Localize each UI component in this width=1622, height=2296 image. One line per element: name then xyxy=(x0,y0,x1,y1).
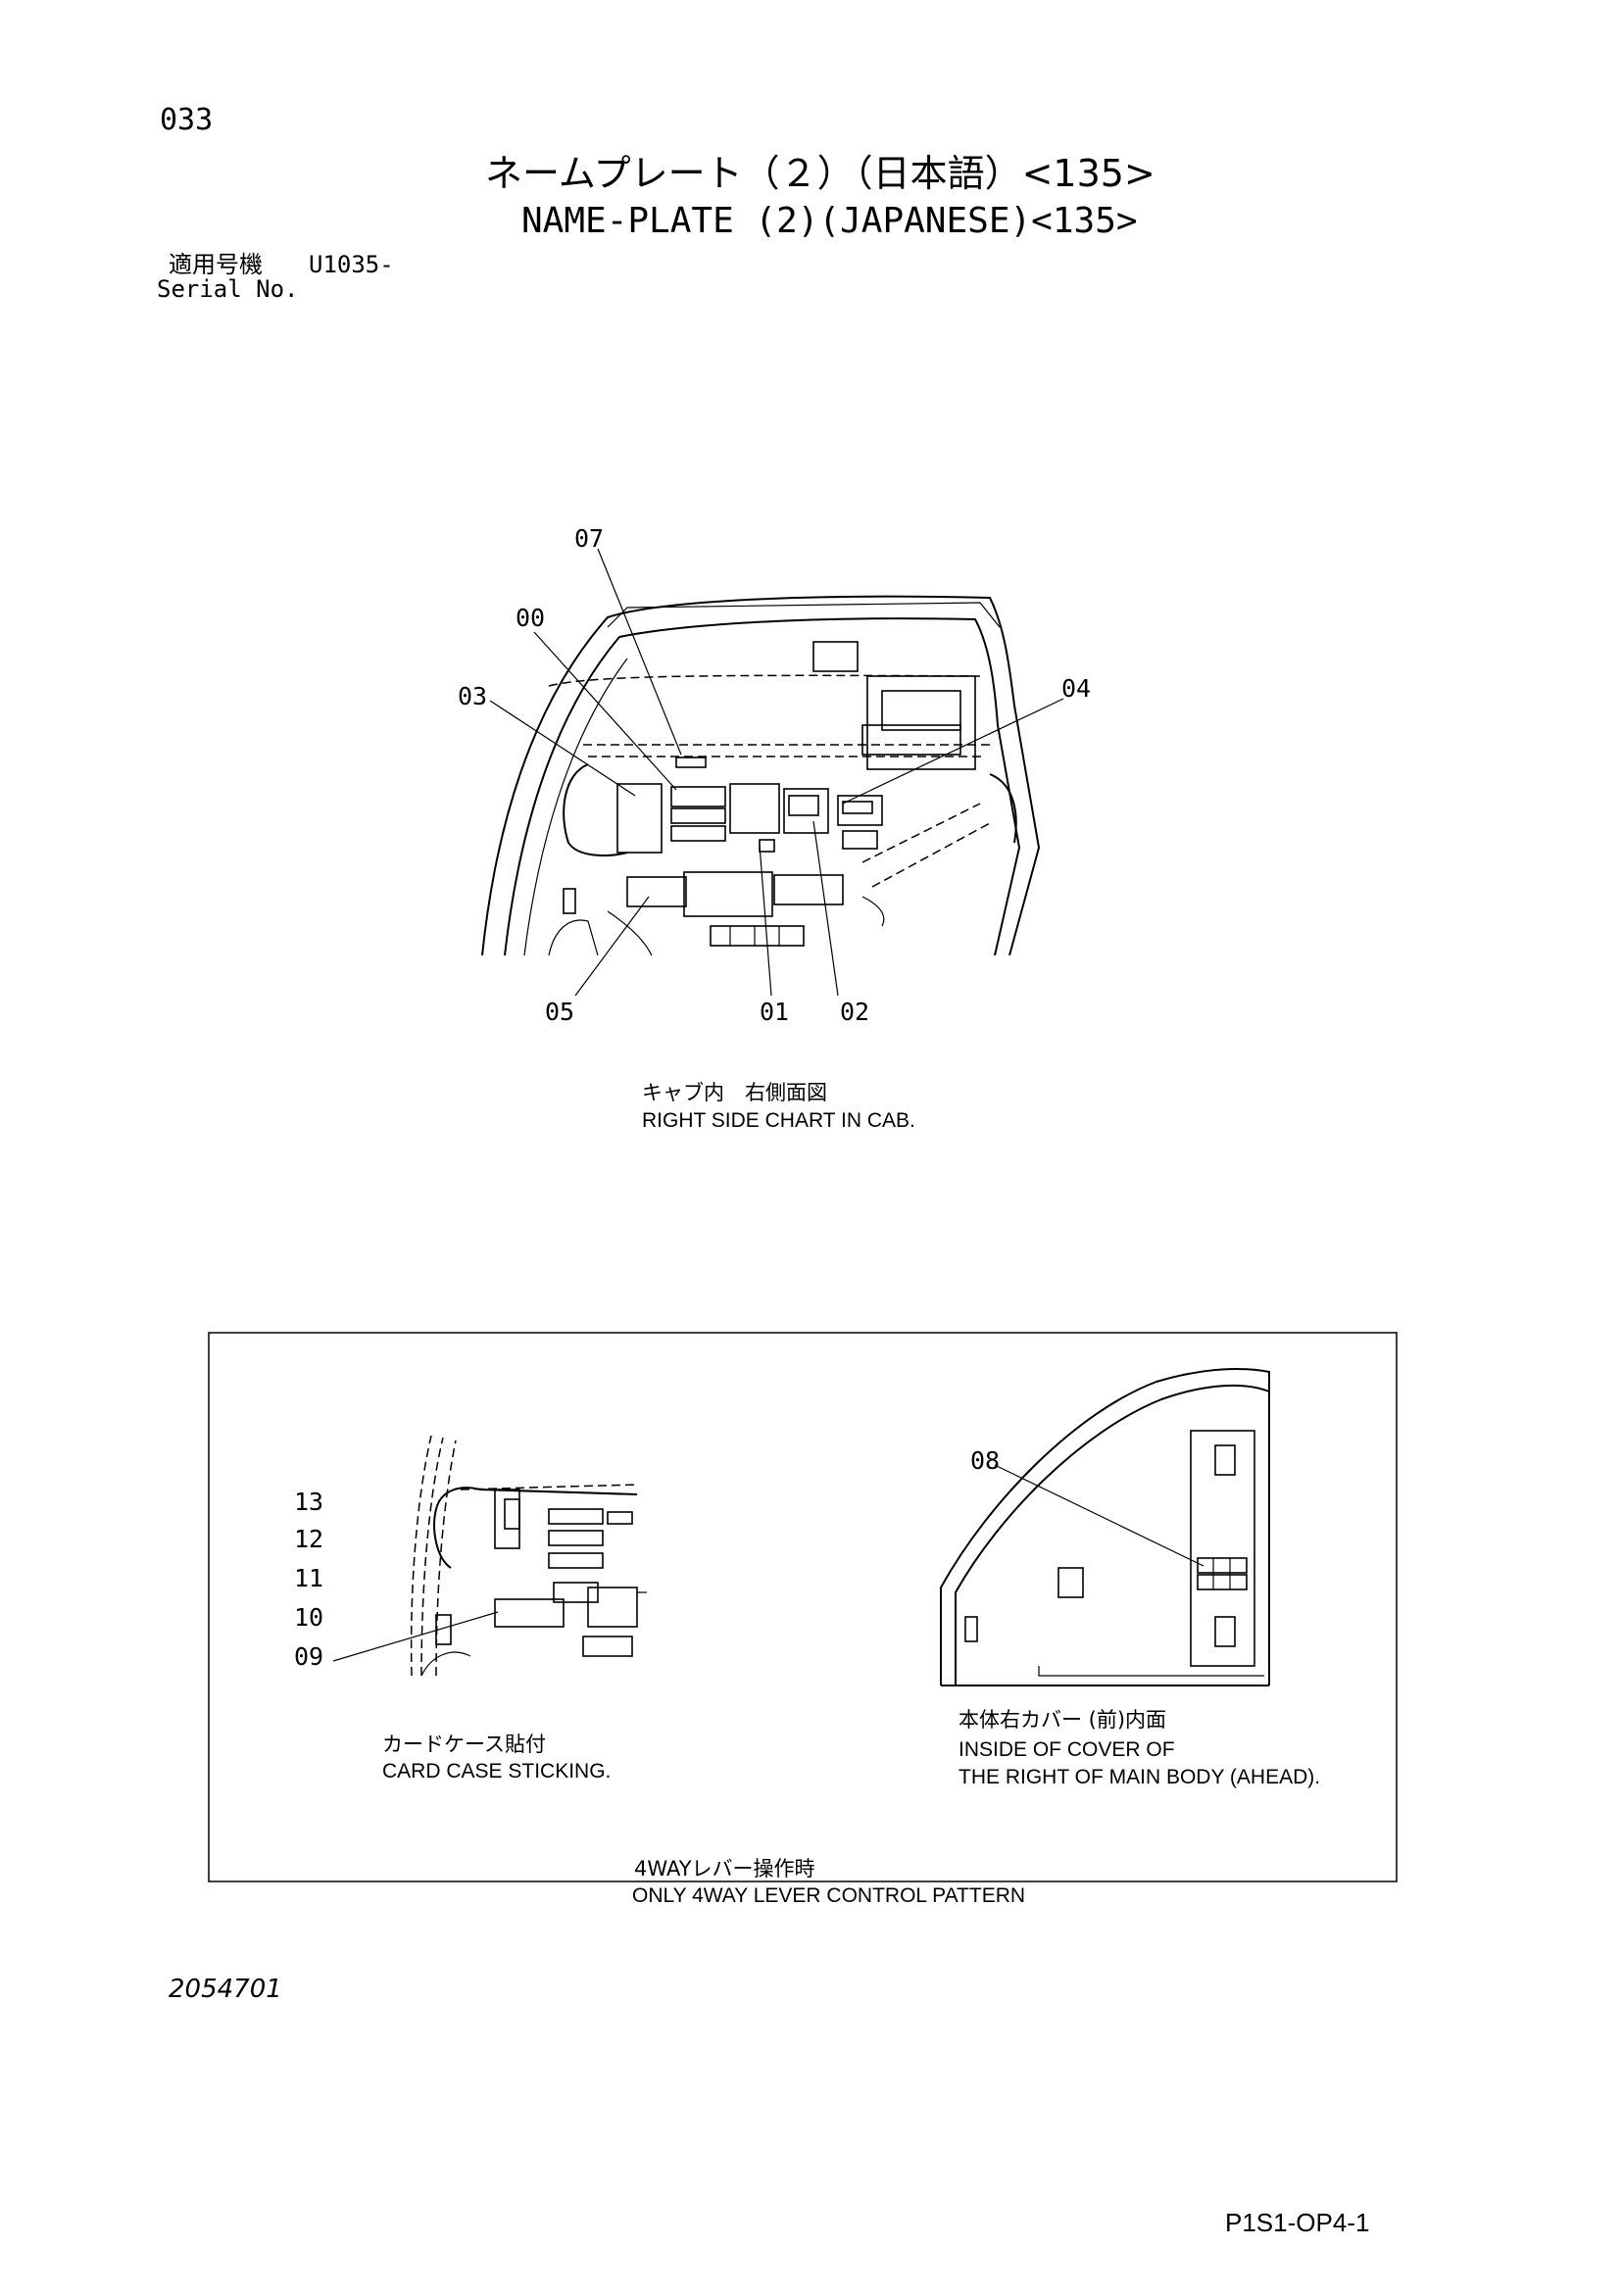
callout-02: 02 xyxy=(840,998,870,1026)
card-case-drawing xyxy=(332,1435,647,1677)
serial-label-japanese: 適用号機 xyxy=(169,251,263,278)
callout-10: 10 xyxy=(294,1603,324,1632)
callout-05: 05 xyxy=(545,998,575,1026)
top-caption-english: RIGHT SIDE CHART IN CAB. xyxy=(642,1109,915,1132)
cover-inner-face-drawing xyxy=(940,1368,1270,1686)
callout-12: 12 xyxy=(294,1525,324,1553)
cover-caption-english-line1: INSIDE OF COVER OF xyxy=(958,1738,1175,1761)
callout-00: 00 xyxy=(516,604,546,632)
inset-border xyxy=(208,1332,1398,1882)
document-number: 2054701 xyxy=(169,1975,282,2004)
cab-right-side-drawing xyxy=(481,548,1064,997)
cover-caption-english-line2: THE RIGHT OF MAIN BODY (AHEAD). xyxy=(958,1766,1321,1788)
cover-caption-japanese: 本体右カバー (前)内面 xyxy=(958,1708,1167,1732)
title-english: NAME-PLATE (2)(JAPANESE)<135> xyxy=(521,201,1138,241)
lever-note-english: ONLY 4WAY LEVER CONTROL PATTERN xyxy=(632,1884,1026,1907)
callout-01: 01 xyxy=(760,998,790,1026)
callout-07: 07 xyxy=(574,524,605,553)
callout-03: 03 xyxy=(458,682,488,710)
card-case-caption-japanese: カードケース貼付 xyxy=(382,1733,546,1756)
callout-04: 04 xyxy=(1061,674,1092,703)
serial-value: U1035- xyxy=(309,251,394,278)
callout-08: 08 xyxy=(970,1446,1001,1475)
page-code: P1S1-OP4-1 xyxy=(1225,2208,1370,2237)
callout-09: 09 xyxy=(294,1642,324,1671)
page-number: 033 xyxy=(160,103,214,137)
callout-13: 13 xyxy=(294,1488,324,1516)
serial-label-english: Serial No. xyxy=(157,275,299,303)
card-case-caption-english: CARD CASE STICKING. xyxy=(382,1760,612,1783)
title-japanese: ネームプレート（２）（日本語）<135> xyxy=(485,152,1155,195)
lever-note-japanese: 4WAYレバー操作時 xyxy=(632,1857,817,1881)
top-caption-japanese: キャブ内 右側面図 xyxy=(642,1081,827,1104)
callout-11: 11 xyxy=(294,1564,324,1592)
